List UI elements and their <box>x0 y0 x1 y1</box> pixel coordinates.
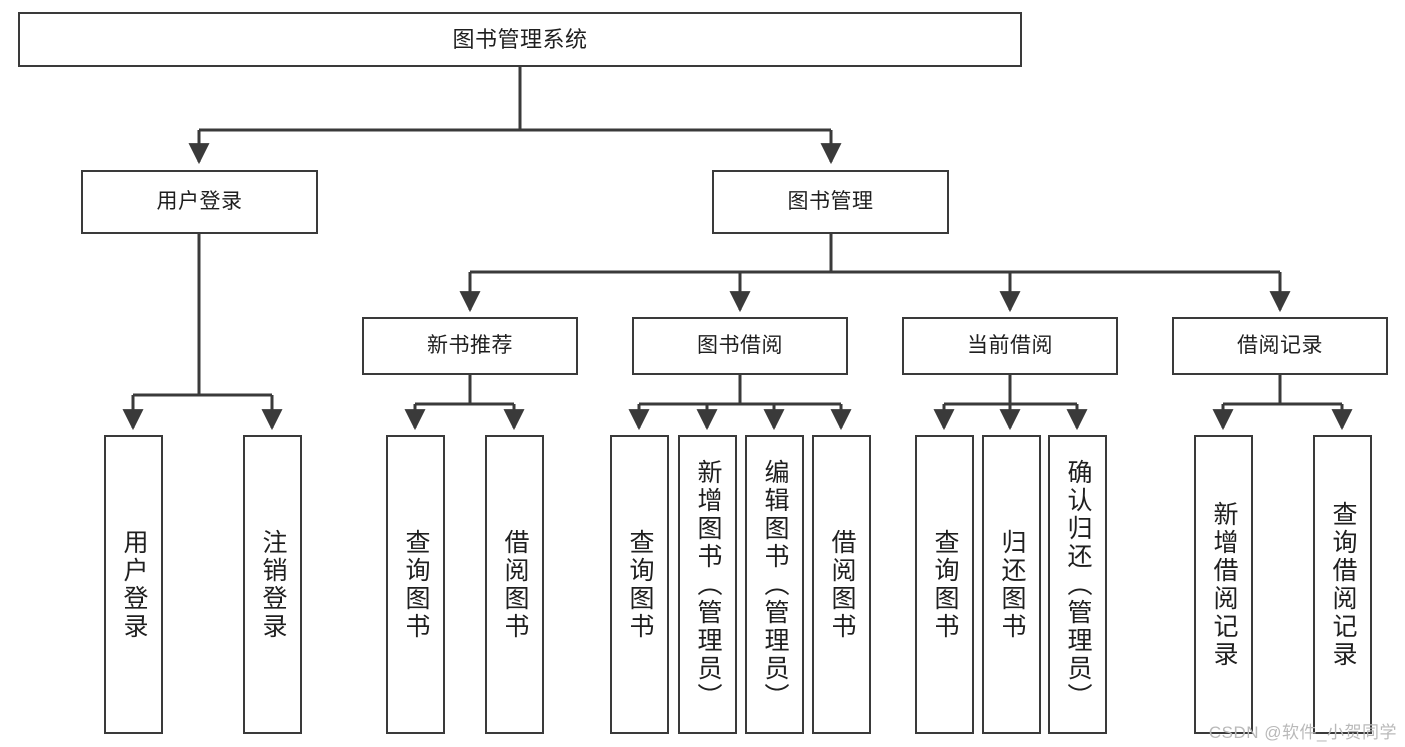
node-leaf-query-book-1-label: 查询图书 <box>402 528 430 641</box>
node-leaf-borrow-book-2-label: 借阅图书 <box>828 528 856 641</box>
node-leaf-return-book[interactable]: 归还图书 <box>982 435 1041 734</box>
node-leaf-query-record[interactable]: 查询借阅记录 <box>1313 435 1372 734</box>
node-leaf-edit-book-label: 编辑图书（管理员） <box>761 458 789 711</box>
node-leaf-logout-login[interactable]: 注销登录 <box>243 435 302 734</box>
node-new-book-recommend-label: 新书推荐 <box>427 333 513 357</box>
node-leaf-borrow-book-2[interactable]: 借阅图书 <box>812 435 871 734</box>
node-current-borrow-label: 当前借阅 <box>967 333 1053 357</box>
node-leaf-add-record[interactable]: 新增借阅记录 <box>1194 435 1253 734</box>
node-leaf-borrow-book-1[interactable]: 借阅图书 <box>485 435 544 734</box>
node-leaf-borrow-book-1-label: 借阅图书 <box>501 528 529 641</box>
node-leaf-query-book-2-label: 查询图书 <box>626 528 654 641</box>
node-leaf-edit-book[interactable]: 编辑图书（管理员） <box>745 435 804 734</box>
node-book-borrow[interactable]: 图书借阅 <box>632 317 848 375</box>
node-leaf-user-login-label: 用户登录 <box>120 528 148 641</box>
node-leaf-confirm-return-label: 确认归还（管理员） <box>1064 458 1092 711</box>
node-book-management-label: 图书管理 <box>787 189 874 213</box>
node-borrow-record[interactable]: 借阅记录 <box>1172 317 1388 375</box>
node-new-book-recommend[interactable]: 新书推荐 <box>362 317 578 375</box>
node-leaf-user-login[interactable]: 用户登录 <box>104 435 163 734</box>
node-leaf-query-record-label: 查询借阅记录 <box>1329 500 1357 669</box>
node-leaf-query-book-2[interactable]: 查询图书 <box>610 435 669 734</box>
node-root-system[interactable]: 图书管理系统 <box>18 12 1022 67</box>
node-leaf-confirm-return[interactable]: 确认归还（管理员） <box>1048 435 1107 734</box>
node-leaf-logout-login-label: 注销登录 <box>259 528 287 641</box>
node-borrow-record-label: 借阅记录 <box>1237 333 1323 357</box>
node-user-login-label: 用户登录 <box>156 189 243 213</box>
node-book-borrow-label: 图书借阅 <box>697 333 783 357</box>
node-current-borrow[interactable]: 当前借阅 <box>902 317 1118 375</box>
watermark-text: CSDN @软件_小贺同学 <box>1208 723 1397 742</box>
node-leaf-query-book-3-label: 查询图书 <box>931 528 959 641</box>
node-leaf-return-book-label: 归还图书 <box>998 528 1026 641</box>
node-book-management[interactable]: 图书管理 <box>712 170 949 234</box>
node-leaf-add-book-label: 新增图书（管理员） <box>694 458 722 711</box>
node-leaf-query-book-3[interactable]: 查询图书 <box>915 435 974 734</box>
node-user-login[interactable]: 用户登录 <box>81 170 318 234</box>
node-leaf-add-record-label: 新增借阅记录 <box>1210 500 1238 669</box>
node-root-system-label: 图书管理系统 <box>452 26 588 52</box>
node-leaf-query-book-1[interactable]: 查询图书 <box>386 435 445 734</box>
node-leaf-add-book[interactable]: 新增图书（管理员） <box>678 435 737 734</box>
